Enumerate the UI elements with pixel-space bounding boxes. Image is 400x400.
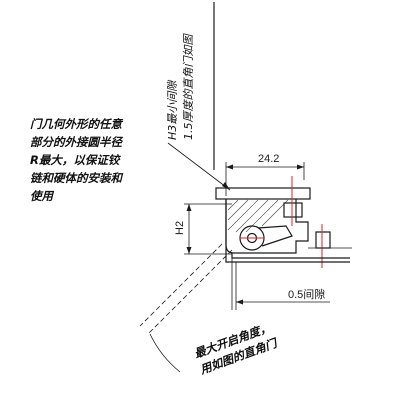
- dim-h2-arrow-bottom: [186, 247, 192, 254]
- left-note-line-1: 门几何外形的任意: [30, 117, 123, 131]
- vertical-note-line-2: 1.5厚度的直角门如图: [182, 33, 195, 140]
- left-note-line-5: 使用: [30, 189, 54, 203]
- vertical-note-line-1: H3最小间隙: [166, 79, 179, 140]
- hinge-link-arm: [257, 225, 293, 247]
- gap-label: 0.5间隙: [288, 287, 325, 301]
- left-note: 门几何外形的任意 部分的外接圆半径 R最大，以保证铰 链和硬体的安装和 使用: [30, 117, 123, 203]
- left-note-line-4: 链和硬体的安装和: [30, 171, 123, 185]
- dim-24-arrow-left: [226, 164, 233, 170]
- note-leader-line: [167, 142, 231, 191]
- vertical-note: H3最小间隙 1.5厚度的直角门如图: [166, 33, 195, 140]
- open-door-dashed-2: [139, 243, 223, 327]
- hinge-top-plate: [215, 187, 311, 200]
- dim-24-arrow-right: [297, 164, 304, 170]
- gap-arrow: [236, 299, 243, 305]
- dim-width-label: 24.2: [258, 153, 279, 165]
- left-note-line-3: R最大，以保证铰: [30, 153, 122, 167]
- dim-h2-arrow-top: [186, 204, 192, 211]
- open-door-dashed-1: [147, 249, 233, 335]
- screw-lower: [315, 231, 331, 249]
- bottom-note: 最大开启角度， 用如图的直角门: [192, 320, 281, 377]
- dim-height-label: H2: [174, 221, 186, 235]
- screw-upper: [283, 202, 303, 218]
- left-note-line-2: 部分的外接圆半径: [30, 135, 123, 149]
- opening-angle-arc: [149, 333, 181, 373]
